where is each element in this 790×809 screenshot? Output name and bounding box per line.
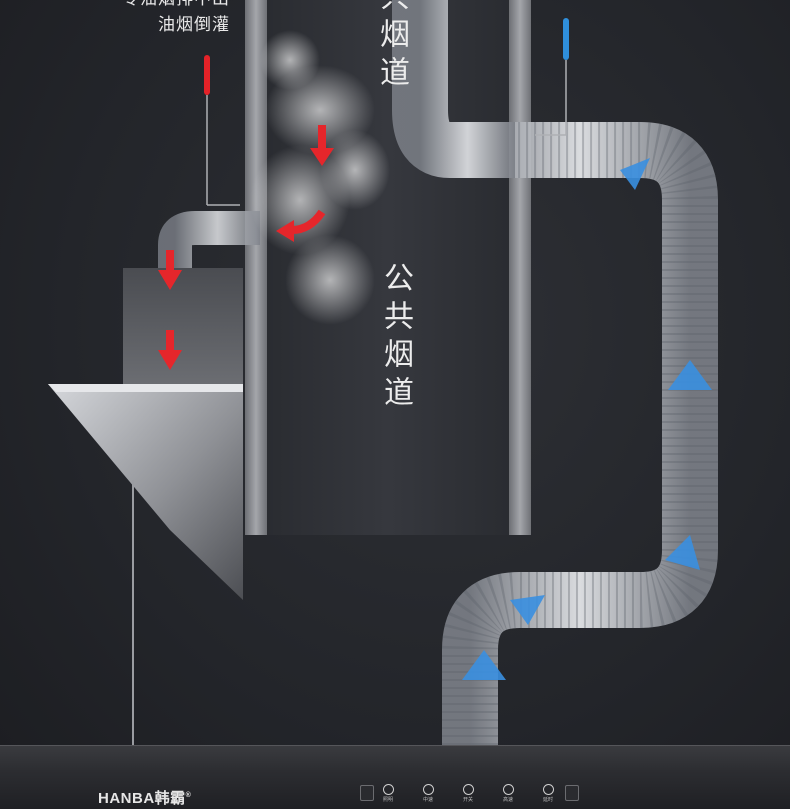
brand-name: HANBA韩霸 xyxy=(98,790,186,807)
flex-duct-right xyxy=(442,122,718,745)
panel-button-high[interactable]: 高速 xyxy=(496,784,520,803)
blue-probe xyxy=(535,18,569,136)
light-icon xyxy=(382,784,394,795)
panel-button-label: 照明 xyxy=(382,797,393,803)
panel-indicator-left xyxy=(360,785,374,801)
backflow-callout: 专油烟排中出 油烟倒灌 xyxy=(60,0,230,38)
panel-button-label: 延时 xyxy=(542,797,553,803)
power-icon xyxy=(462,784,474,795)
red-probe xyxy=(204,55,240,206)
blue-arrow-up-icon xyxy=(462,650,506,680)
fan-high-icon xyxy=(502,784,514,795)
flex-duct-shaft xyxy=(392,0,515,178)
blue-arrow-diagonal-icon xyxy=(620,158,650,190)
callout-line-2: 油烟倒灌 xyxy=(158,15,230,35)
backflow-arrows xyxy=(158,125,334,370)
panel-button-light[interactable]: 照明 xyxy=(376,784,400,803)
fan-mid-icon xyxy=(422,784,434,795)
red-arrow-down-icon xyxy=(310,125,334,166)
flex-duct-left xyxy=(158,211,260,268)
shaft-left-wall xyxy=(245,0,267,535)
shaft-right-wall xyxy=(509,0,531,535)
panel-button-label: 高速 xyxy=(502,797,513,803)
blue-arrow-up-icon xyxy=(668,360,712,390)
panel-button-power[interactable]: 开关 xyxy=(456,784,480,803)
shaft-label-top: 共烟道 xyxy=(374,0,409,94)
shaft-label-main: 公共烟道 xyxy=(378,262,413,414)
airflow-arrows xyxy=(462,158,712,680)
panel-button-label: 开关 xyxy=(462,797,473,803)
panel-button-timer[interactable]: 延时 xyxy=(536,784,560,803)
registered-mark: ® xyxy=(185,792,192,799)
range-hood xyxy=(48,384,243,600)
red-arrow-curve-icon xyxy=(276,209,326,242)
smoke-cloud xyxy=(250,30,390,325)
timer-icon xyxy=(542,784,554,795)
red-arrow-down-icon xyxy=(158,250,182,290)
red-arrow-down-icon xyxy=(158,330,182,370)
panel-indicator-right xyxy=(565,785,579,801)
panel-button-mid[interactable]: 中速 xyxy=(416,784,440,803)
panel-button-label: 中速 xyxy=(422,797,433,803)
blue-arrow-diagonal-icon xyxy=(510,595,545,625)
hood-front-panel xyxy=(0,745,790,809)
blue-arrow-diagonal-icon xyxy=(665,535,700,570)
hood-chimney xyxy=(123,268,243,384)
brand-logo: HANBA韩霸® xyxy=(98,787,191,808)
callout-line-1: 专油烟排中出 xyxy=(60,0,230,12)
